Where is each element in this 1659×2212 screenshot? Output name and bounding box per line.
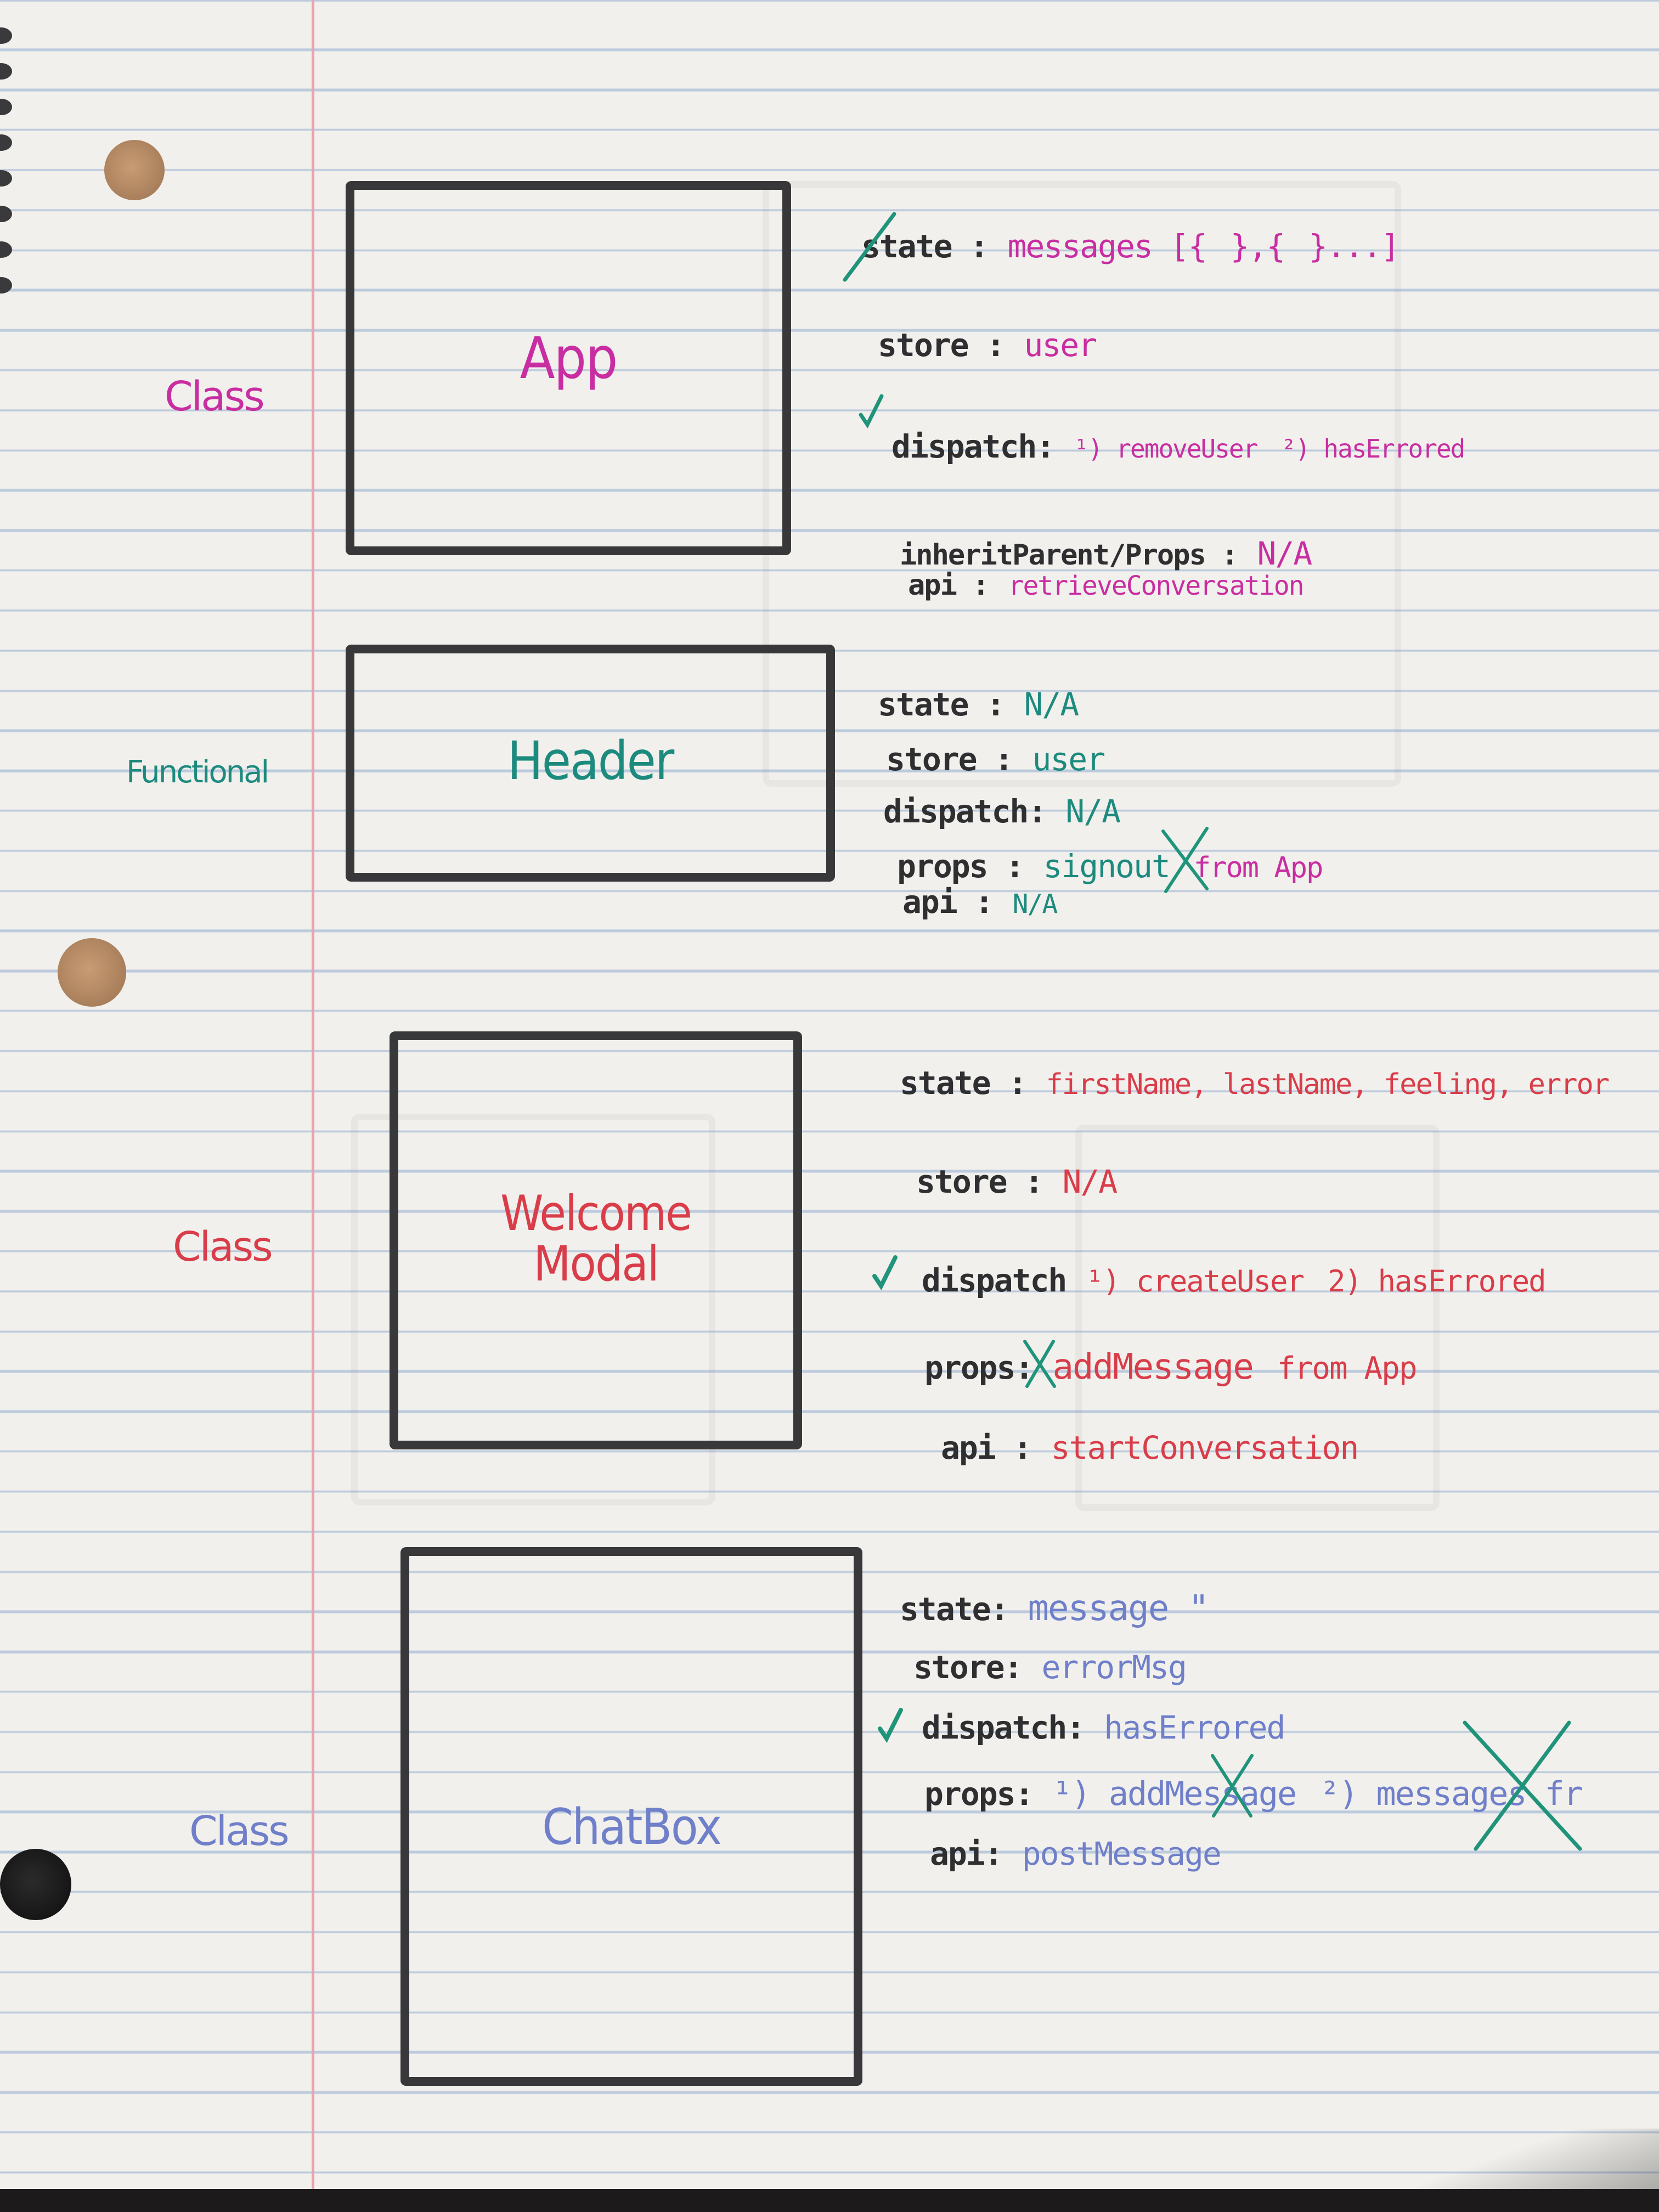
prop-line: api:postMessage bbox=[930, 1835, 1222, 1872]
prop-line: state :firstName, lastName, feeling, err… bbox=[900, 1064, 1610, 1102]
show-through-box bbox=[351, 1114, 715, 1505]
margin-line bbox=[312, 0, 314, 2212]
checkmark-icon bbox=[859, 394, 884, 428]
component-box: Welcome Modal bbox=[390, 1031, 802, 1449]
component-type-label: Class bbox=[165, 373, 265, 420]
prop-line: api :retrieveConversation bbox=[908, 569, 1305, 602]
prop-line: api :startConversation bbox=[941, 1429, 1359, 1466]
component-type-label: Functional bbox=[126, 754, 269, 790]
component-name: App bbox=[520, 325, 618, 392]
checkmark-icon bbox=[872, 1255, 898, 1290]
prop-line: state:message " bbox=[900, 1588, 1209, 1629]
prop-line: state :N/A bbox=[878, 686, 1079, 723]
component-box: Header bbox=[346, 645, 835, 882]
prop-line: dispatch:N/A bbox=[883, 793, 1121, 830]
prop-line: store :user bbox=[878, 326, 1097, 364]
component-type-label: Class bbox=[173, 1223, 273, 1271]
binder-hole bbox=[104, 140, 165, 200]
show-through-box bbox=[763, 181, 1401, 787]
prop-line: store:errorMsg bbox=[913, 1649, 1187, 1686]
component-box: ChatBox bbox=[400, 1547, 862, 2086]
component-name: ChatBox bbox=[542, 1798, 721, 1856]
prop-line: inheritParent/Props :N/A bbox=[900, 535, 1312, 572]
component-box: App bbox=[346, 181, 791, 555]
component-name: Welcome Modal bbox=[500, 1185, 692, 1293]
checkmark-icon bbox=[878, 1708, 903, 1743]
prop-line: dispatch:hasErrored bbox=[922, 1709, 1285, 1746]
binder-hole bbox=[0, 1849, 71, 1920]
component-name: Header bbox=[507, 730, 675, 792]
component-type-label: Class bbox=[189, 1808, 290, 1855]
prop-line: store :user bbox=[886, 741, 1105, 778]
prop-line: state :messages [{},{}...] bbox=[861, 228, 1400, 265]
prop-line: store :N/A bbox=[916, 1163, 1118, 1200]
page-shadow bbox=[1404, 2129, 1659, 2189]
show-through-box bbox=[1075, 1125, 1440, 1511]
desk-edge bbox=[0, 2189, 1659, 2212]
binder-hole bbox=[58, 938, 126, 1007]
prop-line: api :N/A bbox=[902, 883, 1058, 921]
